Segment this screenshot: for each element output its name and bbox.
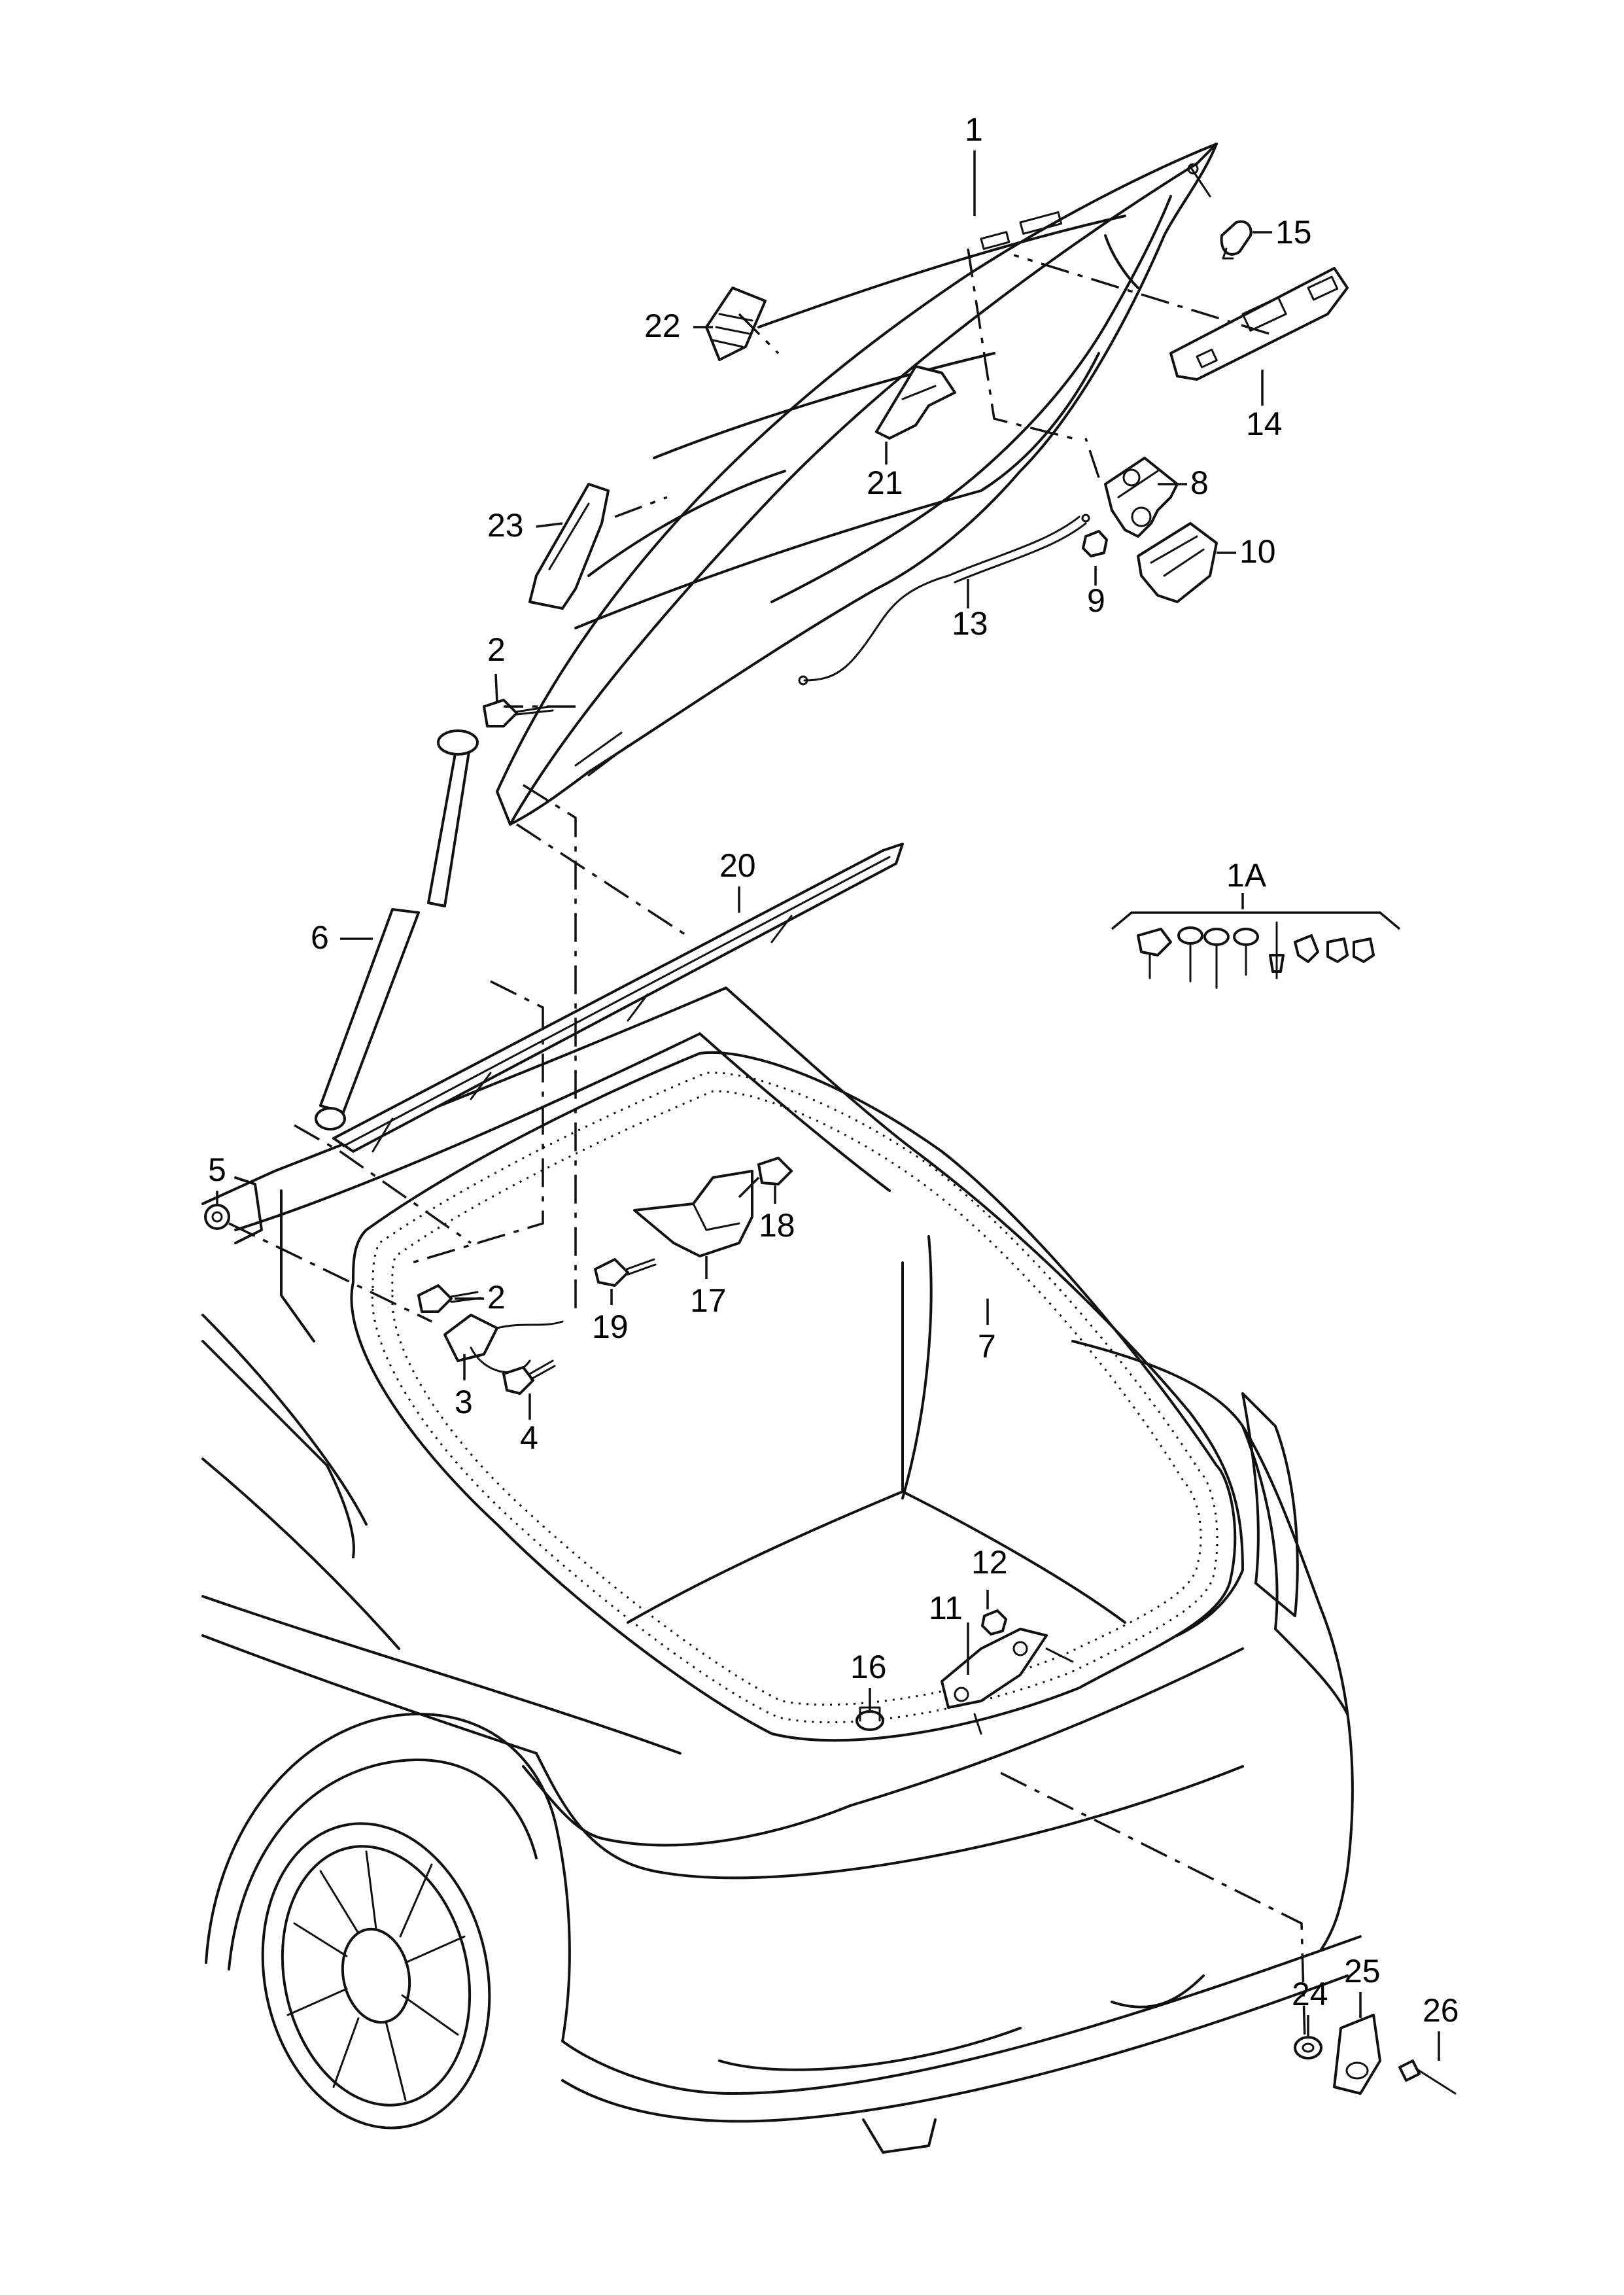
part-6-gas-strut [315,729,479,1130]
wheel-icon [261,1822,491,2129]
clip-icon [1294,934,1319,963]
part-20-seal-strip [332,843,904,1153]
clip-icon [1353,937,1375,963]
part-2-bolt-lower [417,1284,482,1313]
part-10-cover [1137,522,1218,603]
part-23-trim [528,483,610,610]
rivet-icon [1269,921,1285,979]
part-26-pin [1398,2059,1457,2095]
callout-13: 13 [952,605,988,642]
callout-16: 16 [850,1649,887,1685]
callout-numbers: 1 1A 2 2 3 4 5 6 7 8 9 10 11 12 13 14 15… [208,111,1459,2029]
part-16-stop [855,1706,884,1731]
part-15-bump-stop [1220,220,1253,260]
part-8-latch [1104,457,1179,538]
callout-5: 5 [208,1151,226,1188]
callout-23: 23 [487,507,524,544]
callout-21: 21 [867,464,903,501]
bolt-icon [1137,928,1172,979]
callout-11: 11 [929,1590,963,1626]
callout-4: 4 [520,1420,538,1456]
part-3-striker [443,1314,564,1373]
part-22-grille [705,287,767,361]
callout-7: 7 [978,1328,996,1365]
callout-25: 25 [1344,1953,1381,1989]
callout-1A: 1A [1226,857,1267,894]
part-17-bracket [633,1170,753,1257]
callout-8: 8 [1190,464,1209,501]
part-19-screw [594,1258,657,1287]
part-14-handle-strip [1169,267,1349,381]
clip-icon [1326,937,1349,963]
callout-17: 17 [690,1282,727,1319]
part-24-washer [1294,2036,1322,2059]
callout-15: 15 [1275,214,1312,251]
callout-20: 20 [719,847,756,884]
part-4-screw [502,1359,556,1395]
callout-22: 22 [644,307,681,344]
callout-24: 24 [1292,1976,1328,2012]
callout-1: 1 [965,111,983,148]
assembly-lines [228,248,1306,2042]
tailgate-lid [496,143,1218,826]
callout-12: 12 [971,1544,1008,1581]
callout-18: 18 [759,1207,795,1244]
callout-10: 10 [1239,533,1276,570]
part-18-clip [757,1157,793,1185]
part-11-lock [941,1628,1074,1735]
callout-9: 9 [1087,582,1105,619]
part-13-cable [798,514,1090,686]
screw-icon [1177,926,1203,983]
callout-2-lower: 2 [487,1279,506,1316]
part-5-grommet [204,1204,230,1230]
callout-6: 6 [311,919,329,956]
leader-lines [216,150,1440,2061]
screw-icon [1203,928,1230,989]
callout-14: 14 [1246,406,1283,442]
part-25-mount [1333,2014,1381,2095]
callout-3: 3 [455,1384,473,1420]
part-21-bracket [875,365,956,440]
part-9-nut [1082,530,1108,557]
callout-26: 26 [1423,1992,1459,2029]
part-12-nut [981,1609,1007,1636]
callout-2-upper: 2 [487,631,506,668]
callout-19: 19 [592,1308,629,1345]
fastener-set-1A [1111,911,1401,989]
screw-icon [1233,928,1259,976]
car-body [201,987,1362,2154]
